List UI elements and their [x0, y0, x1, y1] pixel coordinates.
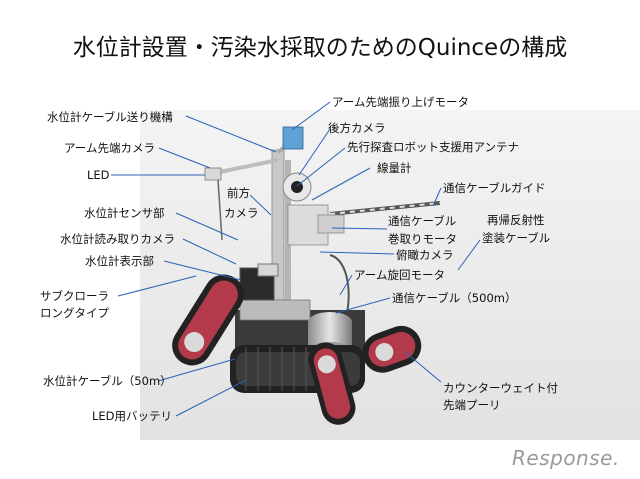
label-dosimeter: 線量計	[377, 161, 412, 175]
label-front-camera-2: カメラ	[224, 206, 259, 220]
label-water-gauge-sensor: 水位計センサ部	[84, 206, 165, 220]
label-led-battery: LED用バッテリ	[92, 409, 173, 423]
label-led: LED	[87, 168, 110, 182]
label-arm-tip-lift-motor: アーム先端振り上げモータ	[332, 95, 469, 109]
label-front-camera-1: 前方	[227, 186, 250, 200]
label-comm-cable-guide: 通信ケーブルガイド	[443, 181, 546, 195]
label-sub-crawler-2: ロングタイプ	[40, 306, 109, 320]
label-arm-rotation-motor: アーム旋回モータ	[354, 268, 445, 282]
leader-lines	[111, 101, 481, 417]
label-overhead-camera: 俯瞰カメラ	[396, 248, 454, 262]
label-sub-crawler-1: サブクローラ	[40, 289, 109, 303]
label-scout-robot-antenna: 先行探査ロボット支援用アンテナ	[347, 140, 520, 154]
label-comm-cable-reel-motor-2: 巻取りモータ	[388, 232, 457, 246]
label-rear-camera: 後方カメラ	[328, 121, 386, 135]
label-retroreflective-cable-1: 再帰反射性	[487, 213, 545, 227]
label-arm-tip-camera: アーム先端カメラ	[64, 141, 155, 155]
label-counterweight-pulley-1: カウンターウェイト付	[443, 381, 558, 395]
page-title: 水位計設置・汚染水採取のためのQuinceの構成	[72, 35, 568, 61]
label-water-gauge-cable-feeder: 水位計ケーブル送り機構	[47, 110, 173, 124]
label-water-gauge-reader-camera: 水位計読み取りカメラ	[60, 232, 175, 246]
label-comm-cable-reel-motor-1: 通信ケーブル	[388, 214, 457, 228]
response-logo: Response.	[512, 446, 620, 470]
label-comm-cable-500m: 通信ケーブル（500m）	[392, 291, 517, 305]
label-counterweight-pulley-2: 先端プーリ	[443, 398, 501, 412]
label-retroreflective-cable-2: 塗装ケーブル	[482, 231, 551, 245]
label-water-gauge-display: 水位計表示部	[85, 254, 154, 268]
label-water-gauge-cable-50m: 水位計ケーブル（50m）	[43, 374, 172, 388]
